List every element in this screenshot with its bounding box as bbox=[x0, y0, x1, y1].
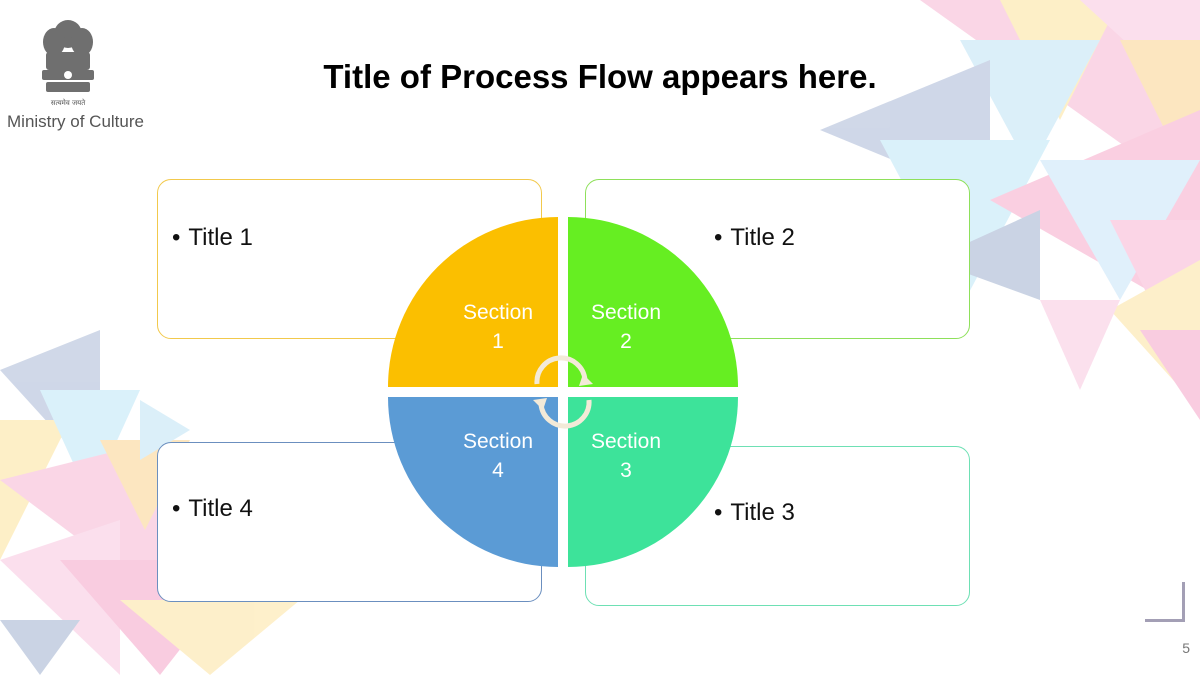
section-4-quadrant bbox=[388, 397, 558, 567]
card-4-label: Title 4 bbox=[188, 495, 253, 522]
section-3-quadrant bbox=[568, 397, 738, 567]
card-title-text: • Title 4 bbox=[172, 495, 253, 523]
card-title-text: • Title 2 bbox=[714, 224, 795, 252]
corner-mark bbox=[1145, 582, 1185, 622]
page-title: Title of Process Flow appears here. bbox=[323, 58, 877, 95]
bullet-icon: • bbox=[714, 499, 723, 526]
bullet-icon: • bbox=[172, 224, 181, 251]
section-1-quadrant bbox=[388, 217, 558, 387]
page-number: 5 bbox=[1182, 640, 1190, 656]
cycle-arrows-icon bbox=[534, 355, 592, 429]
emblem-caption: सत्यमेव जयते bbox=[51, 98, 86, 107]
section-2-quadrant bbox=[568, 217, 738, 387]
national-emblem-logo: सत्यमेव जयते bbox=[42, 20, 94, 107]
card-title-text: • Title 1 bbox=[172, 224, 253, 252]
card-3-label: Title 3 bbox=[730, 499, 795, 526]
card-1-label: Title 1 bbox=[188, 224, 253, 251]
cycle-diagram bbox=[388, 217, 738, 567]
org-name: Ministry of Culture bbox=[7, 112, 144, 131]
bullet-icon: • bbox=[172, 495, 181, 522]
bullet-icon: • bbox=[714, 224, 723, 251]
card-2-label: Title 2 bbox=[730, 224, 795, 251]
card-title-text: • Title 3 bbox=[714, 499, 795, 527]
